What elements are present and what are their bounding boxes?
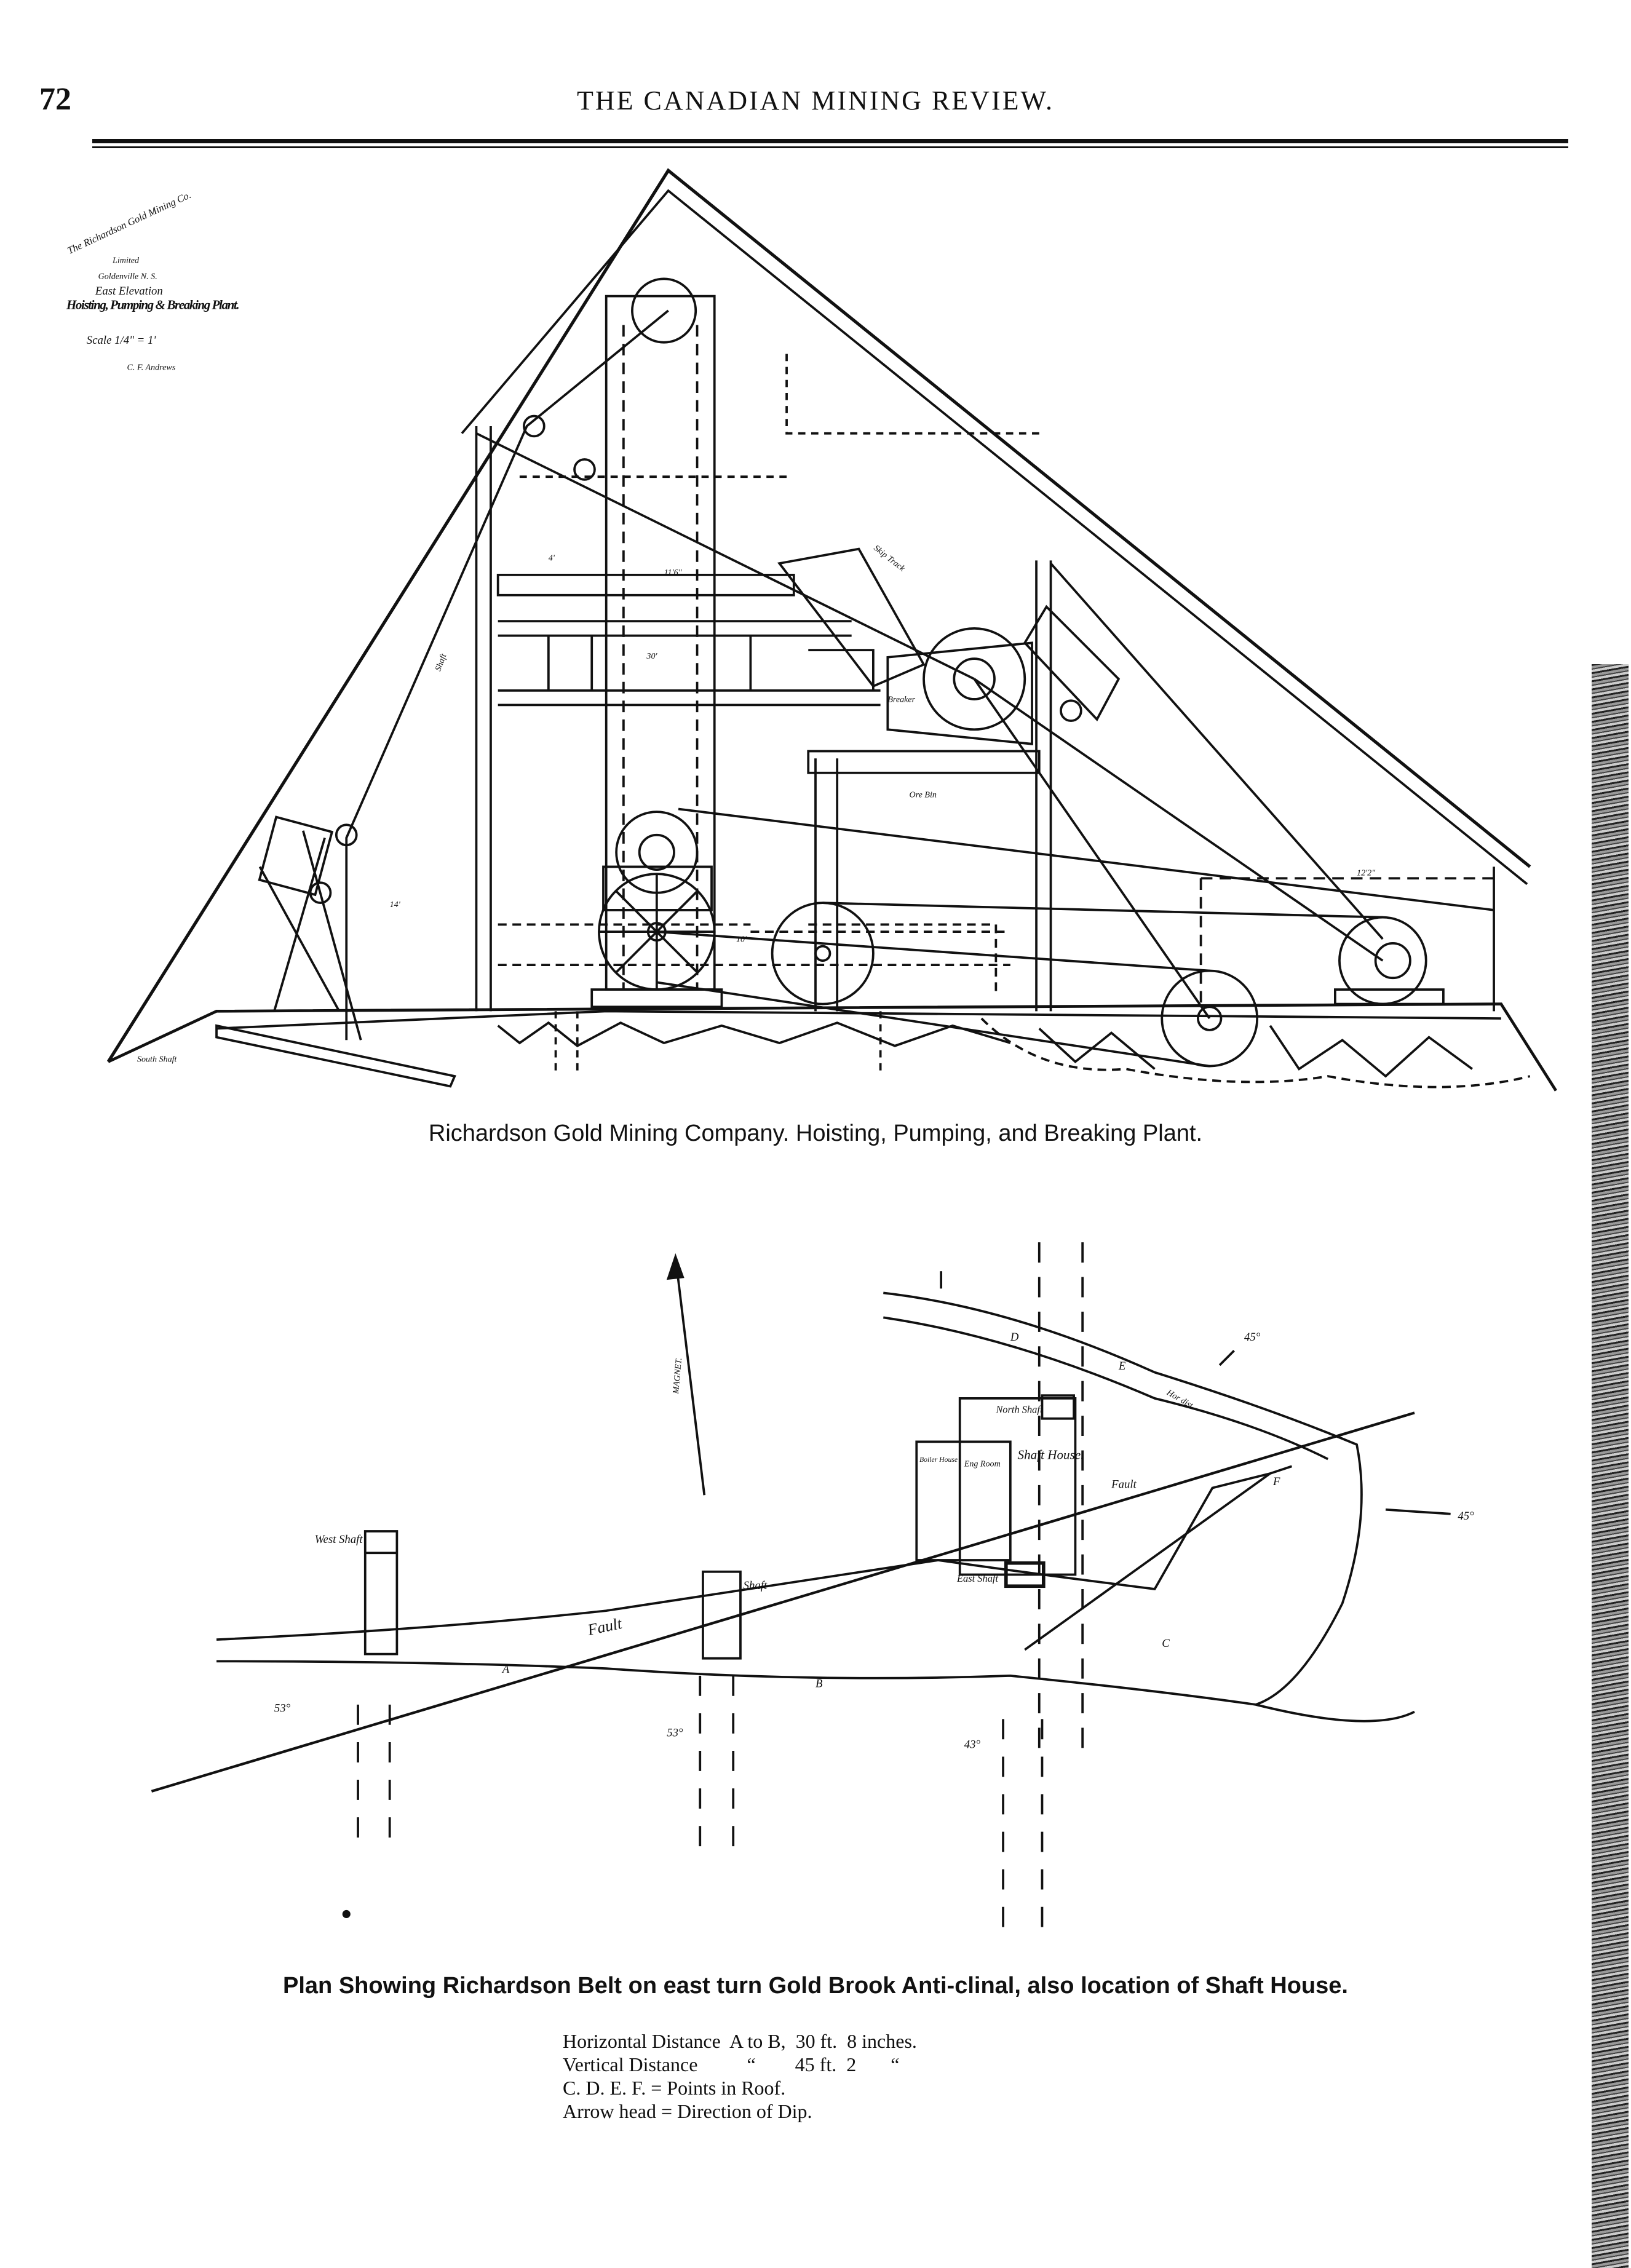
svg-text:MAGNET.: MAGNET. <box>671 1357 684 1395</box>
svg-text:53°: 53° <box>274 1702 291 1715</box>
svg-text:D: D <box>1010 1331 1019 1344</box>
svg-text:Hor dist: Hor dist <box>1164 1387 1195 1411</box>
shaft-plan: West Shaft North Shaft East Shaft Shaft … <box>151 1242 1474 1936</box>
running-title: THE CANADIAN MINING REVIEW. <box>577 85 1054 116</box>
svg-text:South Shaft: South Shaft <box>137 1055 178 1065</box>
svg-text:Fault: Fault <box>1111 1478 1137 1491</box>
svg-text:Hoisting, Pumping & Breaking P: Hoisting, Pumping & Breaking Plant. <box>66 298 240 312</box>
svg-text:Boiler House: Boiler House <box>919 1456 958 1464</box>
svg-text:Breaker: Breaker <box>887 695 915 705</box>
svg-text:West Shaft: West Shaft <box>315 1533 363 1546</box>
svg-text:45°: 45° <box>1458 1510 1474 1523</box>
note-horizontal-distance: Horizontal Distance A to B, 30 ft. 8 inc… <box>563 2030 917 2052</box>
note-roof-points: C. D. E. F. = Points in Roof. <box>563 2077 786 2099</box>
svg-text:53°: 53° <box>667 1727 683 1740</box>
figure1-caption: Richardson Gold Mining Company. Hoisting… <box>428 1120 1203 1146</box>
page-number: 72 <box>39 82 71 117</box>
svg-text:Shaft: Shaft <box>434 652 449 673</box>
svg-text:Eng Room: Eng Room <box>964 1459 1001 1469</box>
svg-text:Ore Bin: Ore Bin <box>910 790 937 800</box>
figure2-caption: Plan Showing Richardson Belt on east tur… <box>283 1973 1348 1999</box>
svg-text:North Shaft: North Shaft <box>995 1403 1043 1415</box>
svg-text:10': 10' <box>736 935 747 945</box>
hoisting-plant-elevation: The Richardson Gold Mining Co. Limited G… <box>65 168 1557 1092</box>
svg-text:East Shaft: East Shaft <box>956 1572 998 1584</box>
svg-text:Goldenville N. S.: Goldenville N. S. <box>98 271 157 281</box>
svg-text:C. F. Andrews: C. F. Andrews <box>127 362 176 372</box>
svg-text:C: C <box>1162 1637 1170 1650</box>
svg-text:F: F <box>1272 1475 1280 1488</box>
title-block-stamp: The Richardson Gold Mining Co. Limited G… <box>65 189 239 372</box>
svg-text:Scale 1/4" = 1': Scale 1/4" = 1' <box>87 334 157 347</box>
note-vertical-distance: Vertical Distance “ 45 ft. 2 “ <box>563 2053 900 2076</box>
svg-text:A: A <box>501 1663 510 1676</box>
wheels <box>309 414 1445 1068</box>
scan-edge-strip <box>1592 664 1629 2268</box>
svg-text:45°: 45° <box>1244 1331 1261 1344</box>
svg-text:Shaft: Shaft <box>744 1579 768 1592</box>
svg-text:B: B <box>816 1678 823 1691</box>
svg-text:Fault: Fault <box>585 1614 624 1639</box>
svg-text:Limited: Limited <box>112 256 140 266</box>
svg-text:The Richardson Gold Mining Co.: The Richardson Gold Mining Co. <box>65 189 192 256</box>
svg-text:Skip Track: Skip Track <box>871 543 907 574</box>
svg-text:E: E <box>1118 1360 1126 1373</box>
note-arrow-head: Arrow head = Direction of Dip. <box>563 2100 812 2122</box>
svg-text:30': 30' <box>646 651 657 661</box>
svg-text:4': 4' <box>549 553 555 563</box>
header-rule-thin <box>92 146 1568 148</box>
svg-text:12'2": 12'2" <box>1357 868 1375 878</box>
svg-text:43°: 43° <box>964 1738 981 1751</box>
svg-text:11'6": 11'6" <box>664 568 682 577</box>
svg-text:East Elevation: East Elevation <box>95 285 163 298</box>
svg-text:Shaft House.: Shaft House. <box>1018 1448 1084 1462</box>
header-rule-thick <box>92 139 1568 143</box>
svg-text:14': 14' <box>390 900 401 910</box>
plan-notes: Horizontal Distance A to B, 30 ft. 8 inc… <box>563 2029 917 2123</box>
